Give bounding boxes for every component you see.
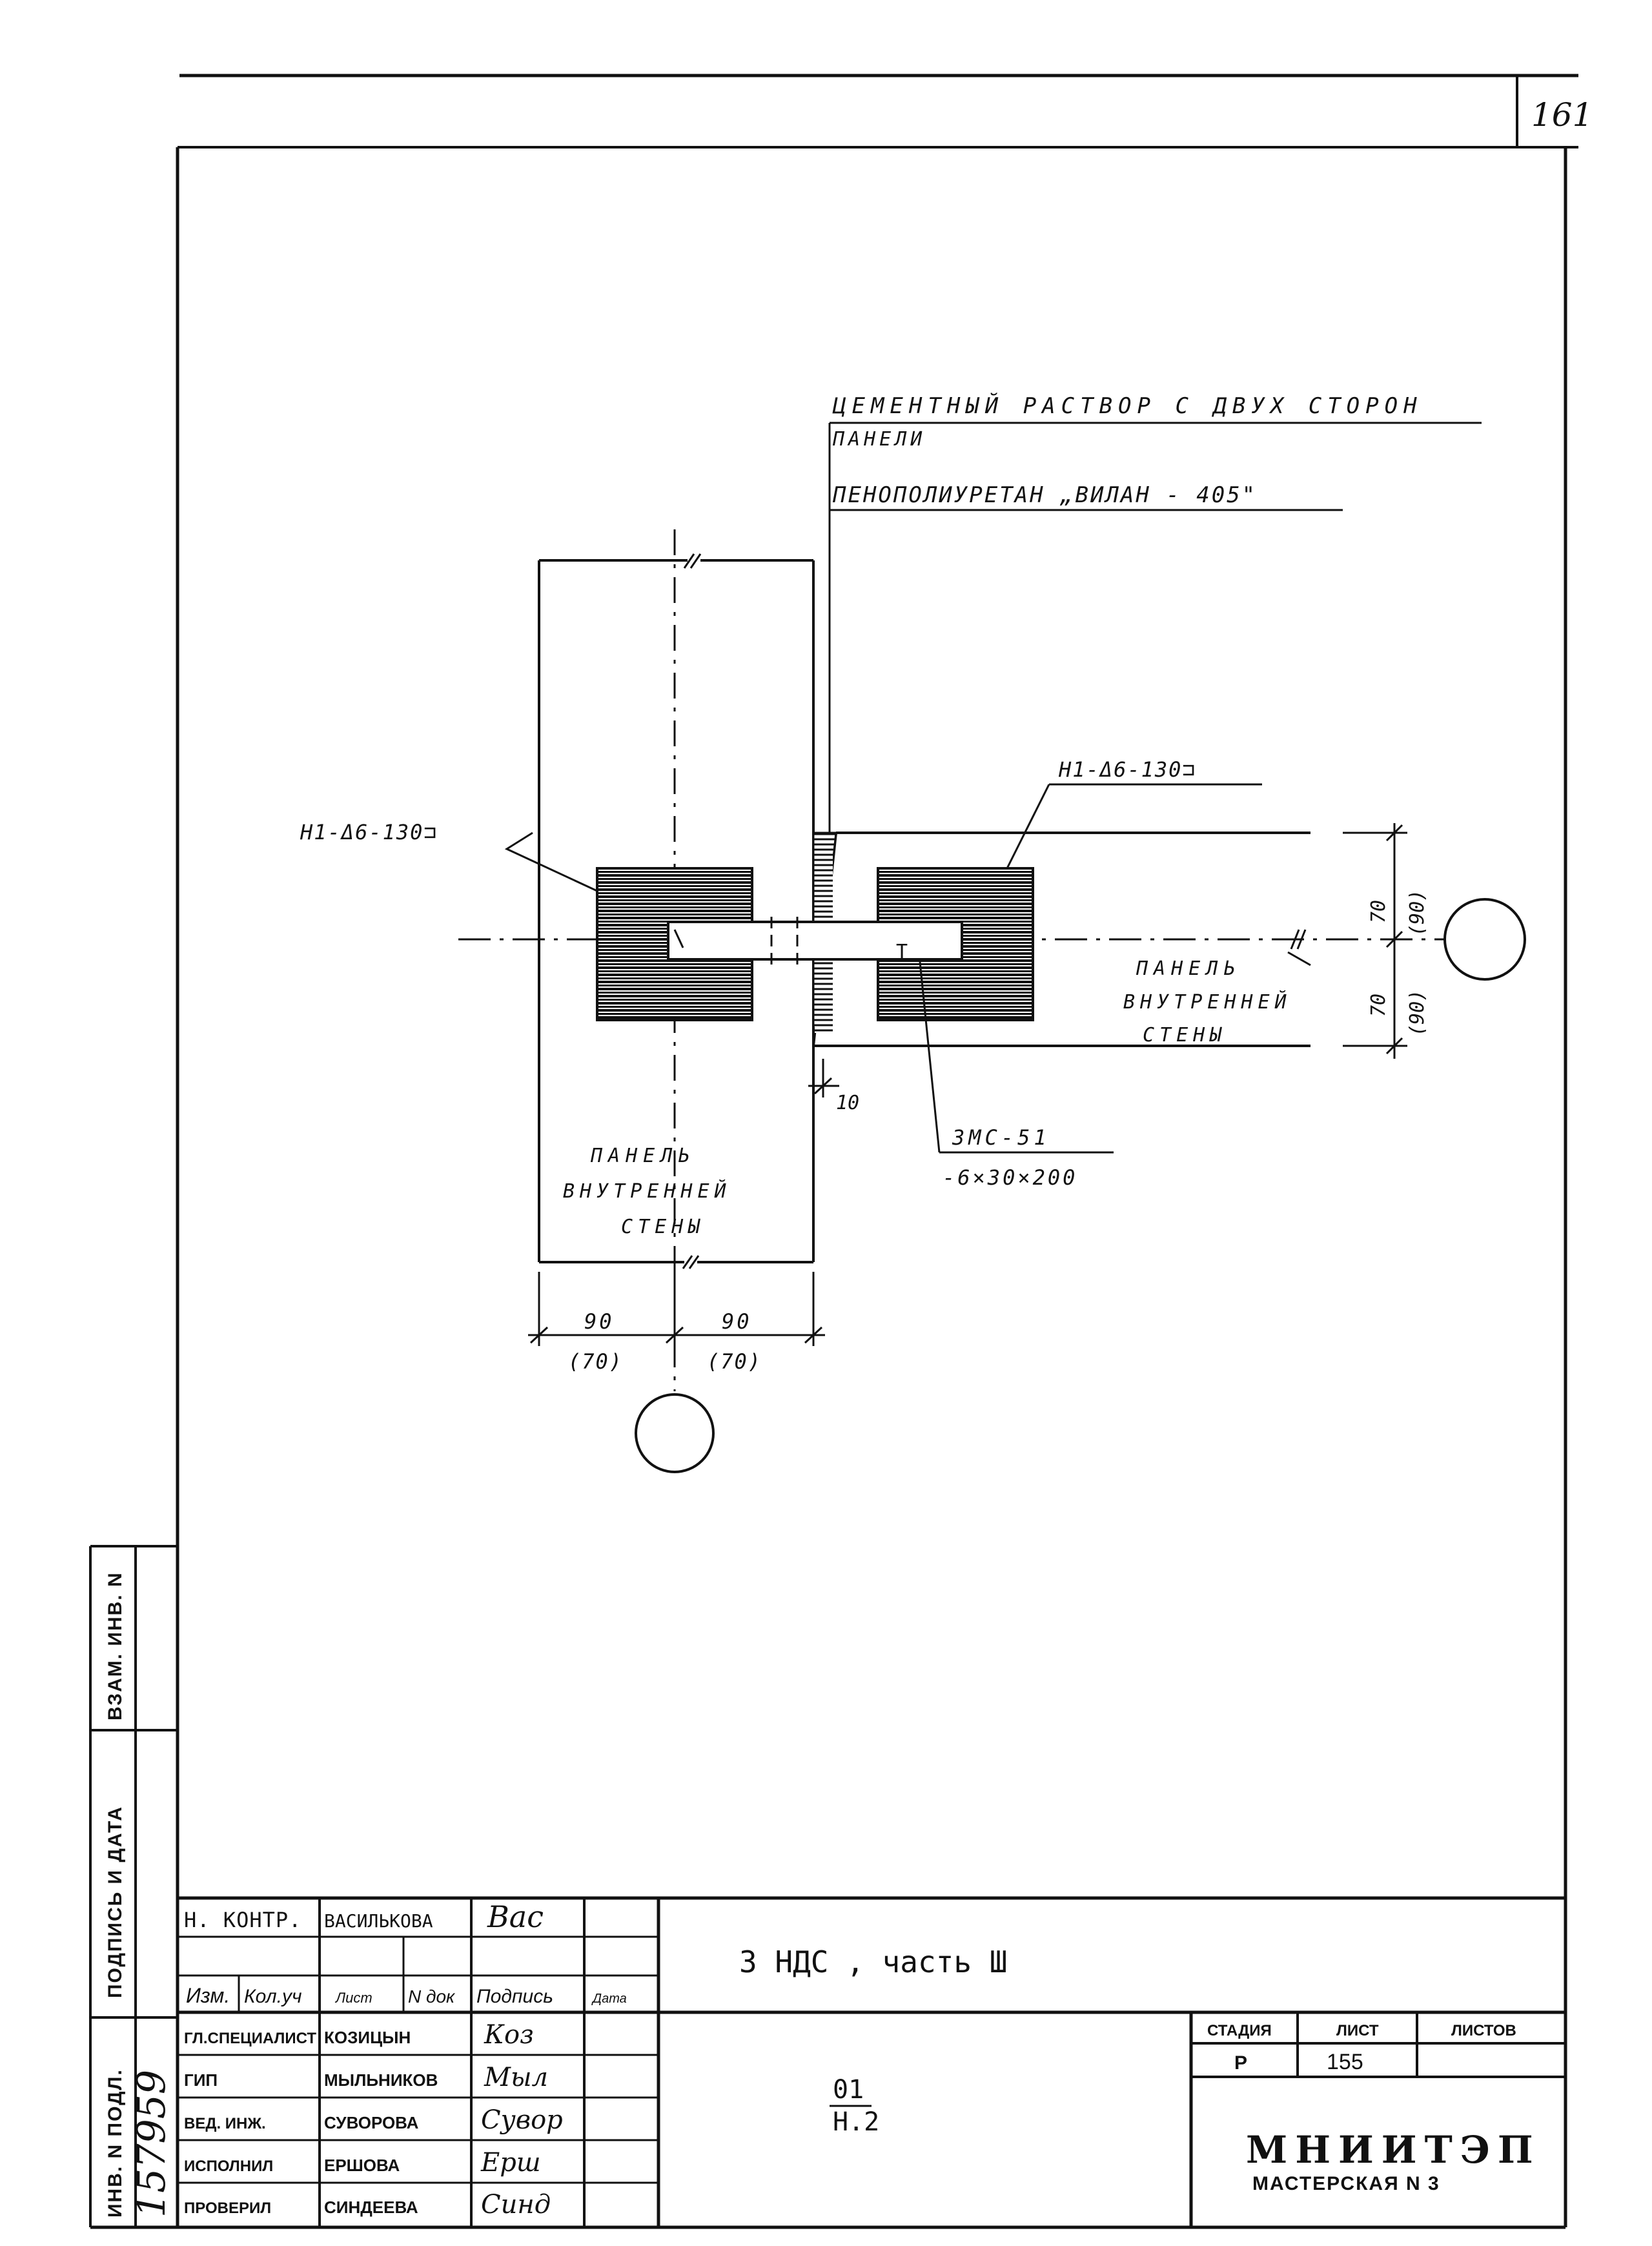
sheets-header: ЛИСТОВ [1451,2022,1516,2039]
dim-left-width-alt: (70) [568,1349,623,1374]
signatory-signature: Сувор [481,2105,563,2135]
sheet-value: 155 [1327,2050,1363,2074]
signatory-row: ГИП МЫЛЬНИКОВ Мыл [184,2063,548,2092]
mortar-callout-line2: ПАНЕЛИ [832,428,926,451]
side-stamp-inv-vzam: ВЗАМ. ИНВ. N [105,1571,126,1720]
side-stamp-inv-number: 157959 [129,2070,174,2218]
dim-right-width-alt: (70) [707,1349,762,1374]
signatory-role: ВЕД. ИНЖ. [184,2115,266,2132]
axis-bubble-right [1443,898,1526,981]
vertical-panel-label-1: ПАНЕЛЬ [590,1145,695,1167]
header-podpis: Подпись [476,1986,553,2007]
signatory-signature: Синд [481,2190,551,2220]
dim-lower-height: 70 [1367,994,1390,1017]
signatory-name: ЕРШОВА [324,2156,400,2175]
norm-control-signature: Вас [487,1899,544,1934]
plate-size-callout: -6×30×200 [943,1165,1077,1190]
signatory-row: ПРОВЕРИЛ СИНДЕЕВА Синд [184,2190,551,2220]
header-izm: Изм. [186,1984,230,2007]
signatory-signature: Мыл [484,2063,548,2092]
signatory-name: КОЗИЦЫН [324,2028,411,2047]
stage-value: Р [1234,2052,1247,2074]
signatory-row: ГЛ.СПЕЦИАЛИСТ КОЗИЦЫН Коз [184,2020,534,2050]
horizontal-panel-label-2: ВНУТРЕННЕЙ [1123,990,1292,1014]
anchor-callout-left: Н1-Δ6-130⊐ [300,820,438,844]
axis-bubble-bottom [635,1393,715,1473]
signatory-signature: Ерш [480,2148,541,2178]
foam-callout: ПЕНОПОЛИУРЕТАН „ВИЛАН - 405" [832,482,1257,508]
dim-upper-height-alt: (90) [1406,890,1429,936]
drawing-code-top: 01 [833,2075,864,2105]
horizontal-panel-label-1: ПАНЕЛЬ [1136,957,1241,980]
dim-upper-height: 70 [1367,900,1390,923]
norm-control-name: ВАСИЛЬКОВА [324,1910,433,1932]
sheet-header: ЛИСТ [1336,2022,1379,2039]
header-n-dok: N док [408,1986,456,2006]
signatory-name: СИНДЕЕВА [324,2198,418,2217]
signatory-name: СУВОРОВА [324,2113,419,2132]
dim-gap: 10 [836,1092,859,1114]
signatory-row: ИСПОЛНИЛ ЕРШОВА Ерш [184,2148,541,2178]
header-data: Дата [591,1992,627,2006]
dim-lower-height-alt: (90) [1406,990,1429,1036]
header-kol-uch: Кол.уч [244,1986,302,2007]
dim-right-width: 90 [722,1309,752,1334]
signatory-role: ГЛ.СПЕЦИАЛИСТ [184,2030,316,2047]
horizontal-break-mark [1290,929,1307,950]
signatory-role: ИСПОЛНИЛ [184,2158,273,2175]
dimension-lines [528,823,1407,1346]
signatory-role: ГИП [184,2070,218,2090]
mortar-callout-line1: ЦЕМЕНТНЫЙ РАСТВОР С ДВУХ СТОРОН [832,393,1423,419]
stage-header: СТАДИЯ [1207,2022,1272,2039]
signatory-name: МЫЛЬНИКОВ [324,2070,438,2090]
page-number: 161 [1531,96,1593,134]
leader-lines [504,422,1482,1154]
vertical-panel-label-3: СТЕНЫ [621,1216,705,1238]
title-block-grid [178,1896,1565,2227]
project-title: 3 НДС , часть Ш [739,1945,1007,1979]
dim-left-width: 90 [584,1309,615,1334]
org-unit: МАСТЕРСКАЯ N 3 [1252,2173,1440,2194]
signatory-role: ПРОВЕРИЛ [184,2200,271,2217]
header-list: Лист [334,1990,372,2006]
sheet-frame [90,74,1578,2229]
horizontal-panel-label-3: СТЕНЫ [1143,1024,1227,1046]
signatory-signature: Коз [484,2020,534,2050]
signatory-row: ВЕД. ИНЖ. СУВОРОВА Сувор [184,2105,563,2135]
plate-weld-mark: T [896,941,908,963]
org-name: МНИИТЭП [1246,2128,1541,2172]
anchor-callout-right: Н1-Δ6-130⊐ [1058,757,1196,782]
vertical-panel-label-2: ВНУТРЕННЕЙ [563,1179,731,1203]
norm-control-role: Н. КОНТР. [184,1908,301,1932]
side-stamp-sign-date: ПОДПИСЬ И ДАТА [105,1806,126,1998]
drawing-code-bottom: Н.2 [833,2107,879,2137]
connecting-plate [667,921,963,961]
side-stamp-inv-podl: ИНВ. N ПОДЛ. [105,2068,126,2218]
plate-mark-callout: 3МС-51 [952,1125,1050,1150]
side-stamp [89,1545,178,2227]
